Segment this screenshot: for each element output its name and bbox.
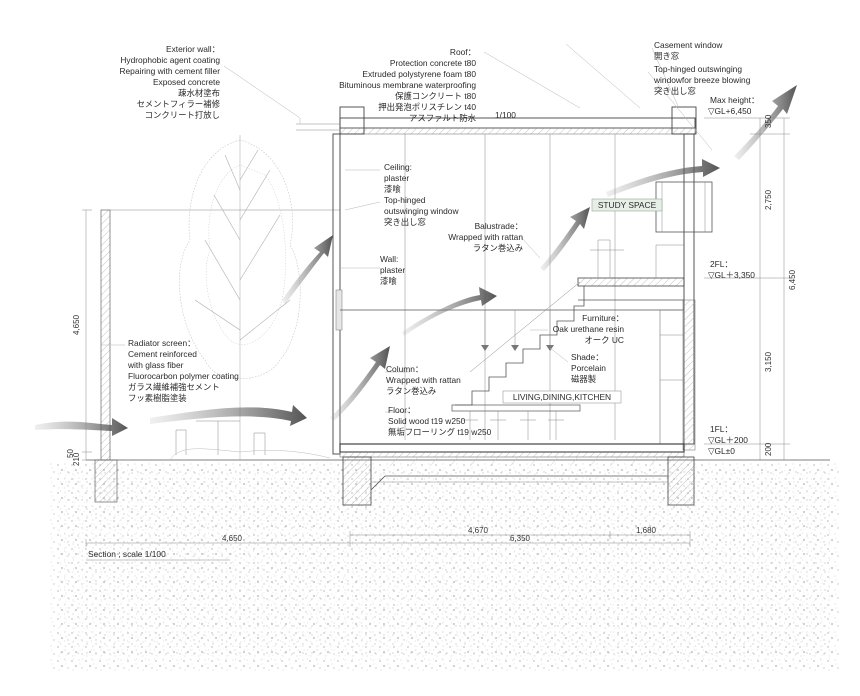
note-balustrade: Balustrade： Wrapped with rattan ラタン巻込み bbox=[448, 221, 523, 253]
dim-left-small-b: 210 bbox=[72, 452, 81, 466]
ground-gravel bbox=[50, 462, 840, 672]
note-line: plaster bbox=[384, 173, 409, 183]
note-line: 漆喰 bbox=[384, 184, 401, 194]
airflow-arrows bbox=[35, 85, 797, 436]
note-line: plaster bbox=[380, 265, 405, 275]
note-line: 保護コンクリート t80 bbox=[395, 91, 476, 101]
note-wall: Wall: plaster 漆喰 bbox=[380, 254, 405, 286]
note-1fl: 1FL： ▽GL＋200 ▽GL±0 bbox=[708, 424, 748, 456]
note-2fl: 2FL： ▽GL＋3,350 bbox=[708, 259, 755, 280]
note-line: 開き窓 bbox=[654, 51, 679, 61]
note-line: Fluorocarbon polymer coating bbox=[128, 371, 239, 381]
note-radiator-screen: Radiator screen： Cement reinforced with … bbox=[127, 338, 239, 403]
dim-bottom-1680: 1,680 bbox=[636, 526, 657, 535]
note-casement: Casement window 開き窓 bbox=[654, 40, 723, 61]
note-line: Max height： bbox=[710, 95, 759, 105]
note-line: Extruded polystyrene foam t80 bbox=[362, 69, 476, 79]
note-max-height: Max height： ▽GL+6,450 bbox=[708, 95, 759, 116]
dim-right-200: 200 bbox=[764, 442, 773, 456]
note-line: ▽GL＋3,350 bbox=[708, 270, 755, 280]
dim-bottom-4670: 4,670 bbox=[468, 526, 489, 535]
note-line: 磁器製 bbox=[571, 374, 597, 384]
note-line: Balustrade： bbox=[475, 221, 523, 231]
note-line: Wall: bbox=[380, 254, 398, 264]
note-line: Furniture： bbox=[582, 313, 624, 323]
note-line: ガラス繊維補強セメント bbox=[128, 382, 220, 392]
note-column: Column： Wrapped with rattan ラタン巻込み bbox=[386, 364, 461, 396]
note-line: 漆喰 bbox=[380, 276, 397, 286]
terrace-table bbox=[169, 420, 331, 461]
note-line: 無垢フローリング t19 w250 bbox=[388, 427, 492, 437]
note-line: outswinging window bbox=[384, 206, 459, 216]
dimension-lines bbox=[82, 117, 790, 561]
note-line: アスファルト防水 bbox=[409, 113, 477, 123]
note-line: Protection concrete t80 bbox=[390, 58, 476, 68]
note-line: Bituminous membrane waterproofing bbox=[339, 80, 476, 90]
dim-right-350: 350 bbox=[764, 114, 773, 128]
note-line: Shade： bbox=[571, 352, 604, 362]
garden-wall bbox=[94, 209, 340, 503]
note-line: 2FL： bbox=[710, 259, 733, 269]
note-roof: Roof： Protection concrete t80 Extruded p… bbox=[339, 47, 476, 123]
leader-lines bbox=[101, 43, 713, 413]
dim-left-small-a: 50 bbox=[66, 449, 75, 458]
dim-right-2750: 2,750 bbox=[764, 189, 773, 210]
scale-label-top: 1/100 bbox=[495, 110, 516, 120]
note-line: Top-hinged outswinging bbox=[654, 64, 742, 74]
drawing-caption: Section ; scale 1/100 bbox=[88, 549, 166, 559]
note-line: 突き出し窓 bbox=[654, 86, 696, 96]
dim-right-3150: 3,150 bbox=[764, 351, 773, 372]
note-line: Exterior wall： bbox=[166, 44, 220, 54]
note-line: Porcelain bbox=[571, 363, 606, 373]
note-line: Oak urethane resin bbox=[553, 324, 625, 334]
note-furniture: Furniture： Oak urethane resin オーク UC bbox=[553, 313, 625, 345]
note-line: Column： bbox=[386, 364, 423, 374]
living-label-box bbox=[502, 390, 622, 404]
note-line: 疎水材塗布 bbox=[178, 88, 220, 98]
building-section bbox=[296, 106, 713, 506]
study-label-box bbox=[591, 198, 663, 212]
note-line: Hydrophobic agent coating bbox=[120, 55, 220, 65]
note-line: Radiator screen： bbox=[128, 338, 196, 348]
note-line: Wrapped with rattan bbox=[386, 375, 461, 385]
note-line: Casement window bbox=[654, 40, 723, 50]
note-line: ▽GL＋200 bbox=[708, 435, 748, 445]
note-exterior-wall: Exterior wall： Hydrophobic agent coating… bbox=[119, 44, 220, 120]
note-line: ラタン巻込み bbox=[386, 386, 436, 396]
note-line: Floor： bbox=[388, 405, 415, 415]
note-line: Ceiling: bbox=[384, 162, 412, 172]
note-top-hinged-right: Top-hinged outswinging windowfor breeze … bbox=[653, 64, 751, 96]
note-shade: Shade： Porcelain 磁器製 bbox=[571, 352, 606, 384]
note-line: Cement reinforced bbox=[128, 349, 197, 359]
note-line: フッ素樹脂塗装 bbox=[128, 393, 187, 403]
note-line: コンクリート打放し bbox=[145, 110, 220, 120]
note-line: Solid wood t19 w250 bbox=[388, 416, 466, 426]
note-top-hinged-left: Top-hinged outswinging window 突き出し窓 bbox=[384, 195, 459, 227]
note-line: 押出発泡ポリスチレン t40 bbox=[378, 102, 476, 112]
note-floor: Floor： Solid wood t19 w250 無垢フローリング t19 … bbox=[388, 405, 492, 437]
note-line: Top-hinged bbox=[384, 195, 426, 205]
tree bbox=[179, 135, 301, 460]
dim-bottom-4650: 4,650 bbox=[222, 534, 243, 543]
note-line: ▽GL±0 bbox=[708, 446, 735, 456]
room-label-living: LIVING,DINING,KITCHEN bbox=[513, 392, 611, 402]
note-line: ラタン巻込み bbox=[473, 243, 523, 253]
room-label-study: STUDY SPACE bbox=[598, 200, 657, 210]
note-line: 突き出し窓 bbox=[384, 217, 426, 227]
note-line: windowfor breeze blowing bbox=[653, 75, 751, 85]
note-ceiling: Ceiling: plaster 漆喰 bbox=[384, 162, 412, 194]
note-line: オーク UC bbox=[584, 335, 624, 345]
note-line: Roof： bbox=[450, 47, 476, 57]
note-line: Repairing with cement filler bbox=[119, 66, 220, 76]
note-line: with glass fiber bbox=[127, 360, 184, 370]
note-line: ▽GL+6,450 bbox=[708, 106, 752, 116]
note-line: 1FL： bbox=[710, 424, 733, 434]
note-line: セメントフィラー補修 bbox=[137, 99, 221, 109]
note-line: Wrapped with rattan bbox=[448, 232, 523, 242]
dim-left-height: 4,650 bbox=[72, 314, 81, 335]
note-line: Exposed concrete bbox=[153, 77, 220, 87]
dim-bottom-6350: 6,350 bbox=[510, 534, 531, 543]
dim-right-6450: 6,450 bbox=[788, 269, 797, 290]
